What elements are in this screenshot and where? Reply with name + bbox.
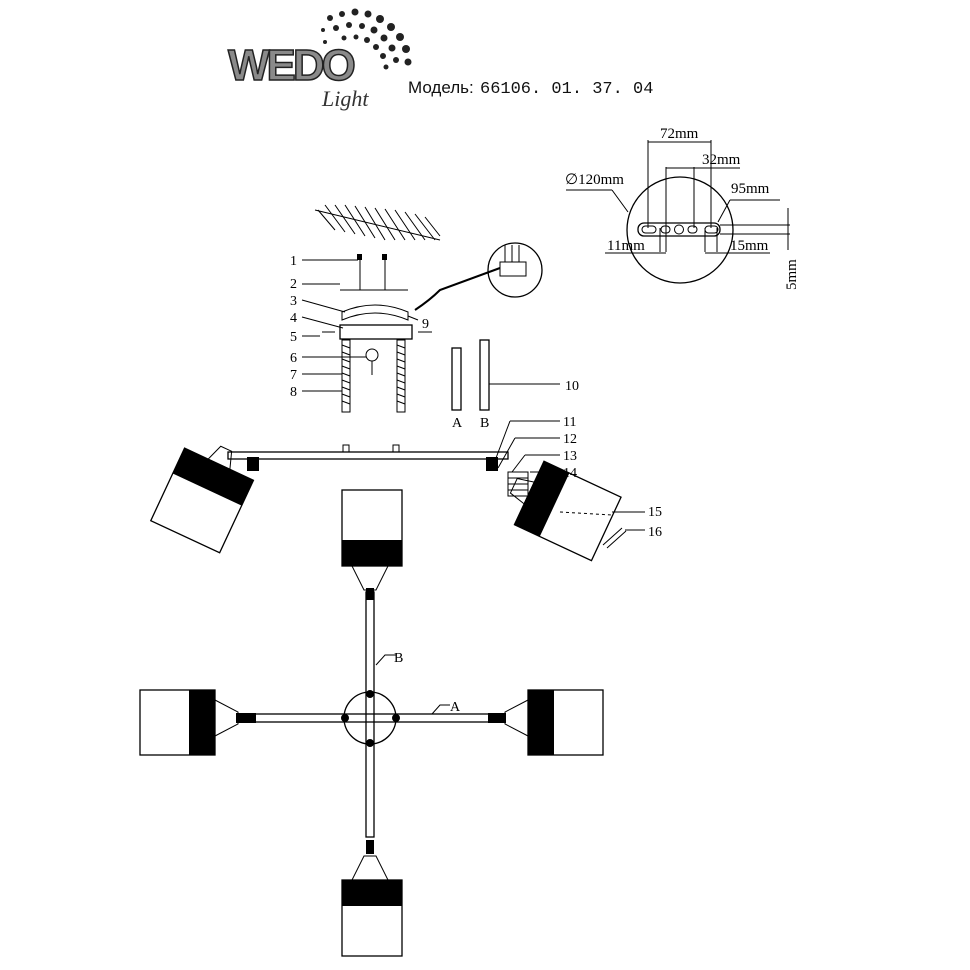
arm-label-b: B bbox=[480, 416, 489, 431]
dim-diameter: ∅120mm bbox=[565, 172, 624, 188]
ceiling-hatch bbox=[314, 204, 441, 241]
part-label-10: 10 bbox=[565, 379, 579, 394]
part-label-16: 16 bbox=[648, 525, 662, 540]
arm-label-a: A bbox=[452, 416, 463, 431]
svg-text:WEDO: WEDO bbox=[228, 41, 355, 90]
part-label-11: 11 bbox=[563, 415, 576, 430]
top-view-label-b: B bbox=[394, 651, 403, 666]
dim-11mm: 11mm bbox=[607, 238, 645, 254]
part-label-7: 7 bbox=[290, 368, 297, 383]
part-label-8: 8 bbox=[290, 385, 297, 400]
dim-15mm: 15mm bbox=[730, 238, 769, 254]
part-label-13: 13 bbox=[563, 449, 577, 464]
mounting-bracket-dimensions: 72mm 32mm ∅120mm 95mm 11mm 15mm 5mm bbox=[565, 126, 800, 290]
part-label-4: 4 bbox=[290, 311, 297, 326]
part-label-9: 9 bbox=[422, 317, 429, 332]
part-label-15: 15 bbox=[648, 505, 662, 520]
part-label-2: 2 bbox=[290, 277, 297, 292]
part-label-3: 3 bbox=[290, 294, 297, 309]
part-label-14: 14 bbox=[563, 466, 577, 481]
exploded-parts: 1 2 3 4 5 6 7 8 9 10 A B bbox=[290, 242, 579, 431]
top-view: B A bbox=[139, 489, 604, 957]
model-label: Модель: bbox=[408, 78, 474, 97]
svg-text:Light: Light bbox=[321, 86, 369, 111]
dim-95mm: 95mm bbox=[731, 181, 770, 197]
dim-32mm: 32mm bbox=[702, 152, 741, 168]
model-number: 66106. 01. 37. 04 bbox=[480, 80, 653, 99]
dim-5mm: 5mm bbox=[784, 259, 800, 290]
top-view-label-a: A bbox=[450, 700, 461, 715]
part-label-6: 6 bbox=[290, 351, 297, 366]
part-label-5: 5 bbox=[290, 330, 297, 345]
side-view: 11 12 13 14 15 16 bbox=[149, 415, 662, 562]
part-label-1: 1 bbox=[290, 254, 297, 269]
part-label-12: 12 bbox=[563, 432, 577, 447]
brand-logo: WEDO Light bbox=[227, 8, 412, 111]
dim-72mm: 72mm bbox=[660, 126, 699, 142]
